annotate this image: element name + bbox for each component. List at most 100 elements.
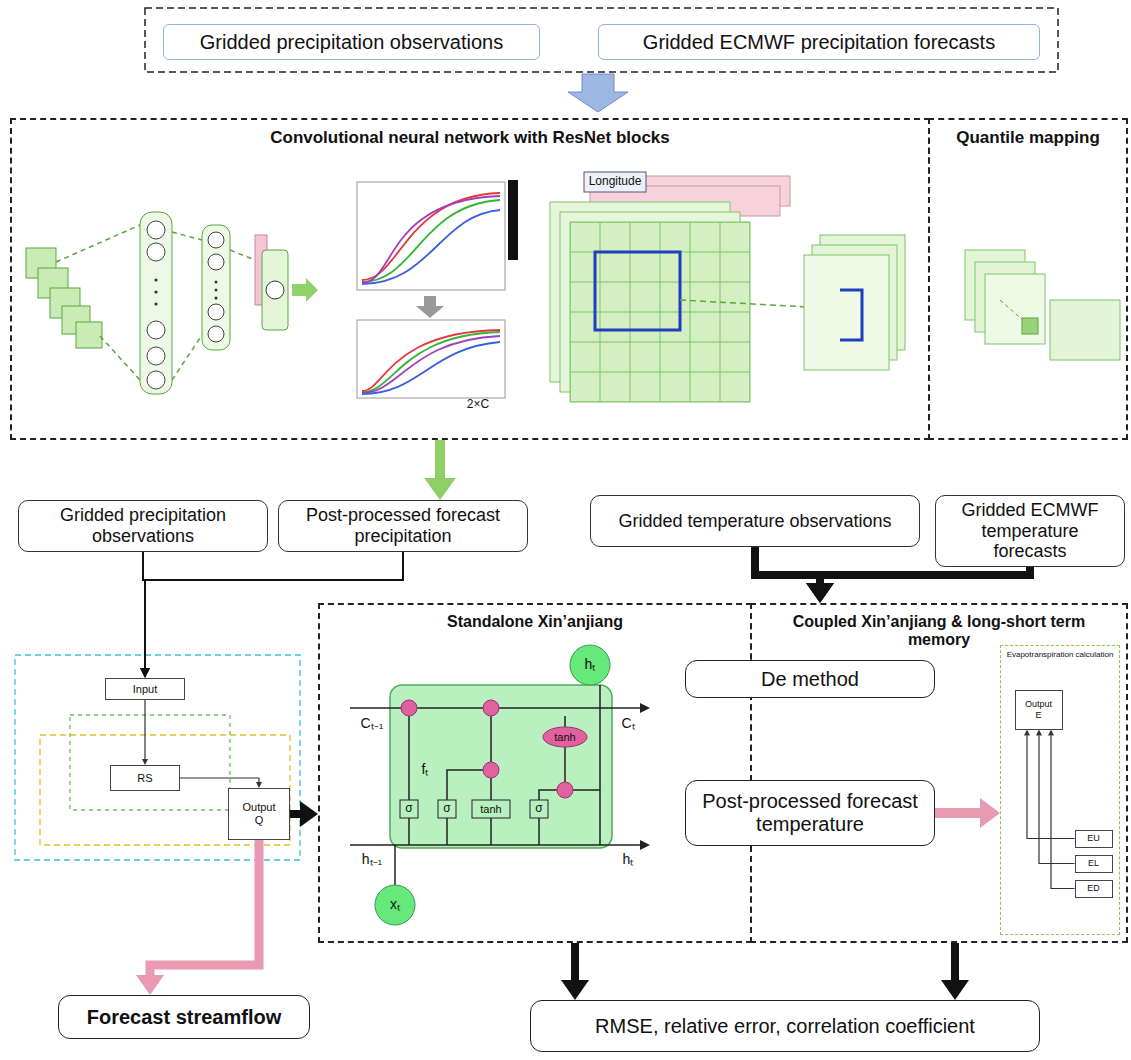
cnn-illustration: [172, 335, 202, 380]
cnn-illustration: [76, 322, 102, 348]
cnn-illustration: [154, 278, 157, 281]
lstm-cell: [400, 800, 548, 818]
node-text: De method: [761, 668, 859, 691]
flow-connector: [180, 778, 259, 782]
cnn-illustration: [362, 196, 500, 283]
flow-connector: [935, 808, 980, 818]
cnn-illustration: [362, 330, 500, 394]
cnn-illustration: [202, 225, 230, 350]
cnn-illustration: [56, 225, 140, 262]
cnn-illustration: [416, 296, 444, 318]
cnn-illustration: [147, 221, 165, 239]
flow-connector: [435, 440, 445, 478]
data-box: Gridded precipitation observations: [18, 500, 268, 552]
lstm-cell: [640, 703, 650, 713]
cnn-illustration: [570, 222, 750, 402]
cnn-illustration: [147, 243, 165, 261]
flow-arrow: [568, 74, 628, 112]
figure-frame: Evapotranspiration calculationOutputEEUE…: [1000, 645, 1120, 935]
node-text: Gridded precipitation observations: [200, 31, 504, 54]
cnn-illustration: [26, 248, 102, 348]
xinanjiang-schematic: [15, 655, 300, 860]
lstm-cell: [408, 818, 410, 845]
model-box: Input: [105, 678, 185, 700]
lstm-cell: [472, 800, 510, 818]
node-text: Convolutional neural network with ResNet…: [270, 128, 670, 148]
illustration-label: hₜ: [623, 852, 634, 867]
node-text: Post-processed forecast temperature: [696, 790, 924, 836]
cnn-illustration: [262, 250, 288, 330]
node-text: ED: [1087, 883, 1100, 893]
illustration-label: Longitude: [589, 175, 642, 188]
lstm-cell: [400, 800, 418, 818]
cnn-illustration: [362, 336, 500, 393]
cnn-illustration: [215, 297, 218, 300]
illustration-label: fₜ: [422, 762, 429, 777]
illustration-label: tanh: [554, 731, 575, 743]
method-panel: Convolutional neural network with ResNet…: [10, 118, 930, 440]
cnn-illustration: [362, 193, 500, 284]
cnn-illustration: [147, 347, 165, 365]
top-group-frame: [145, 8, 1058, 72]
flow-connector: [145, 552, 403, 668]
cnn-illustration: [154, 278, 157, 305]
lstm-cell: [564, 746, 566, 782]
flow-connector: [951, 943, 959, 980]
xinanjiang-schematic: [40, 735, 290, 845]
node-text: RS: [137, 772, 152, 785]
illustration-label: hₜ₋₁: [362, 852, 383, 867]
cnn-illustration: [357, 182, 505, 290]
cnn-illustration: [208, 304, 224, 320]
lstm-cell: [483, 700, 499, 716]
lstm-cell: [573, 790, 600, 845]
node-text: Gridded precipitation observations: [27, 505, 259, 546]
node-text: EL: [1088, 858, 1099, 868]
node-text: Forecast streamflow: [87, 1006, 282, 1029]
cnn-illustration: [208, 326, 224, 342]
node-text: Input: [133, 683, 157, 696]
lstm-cell: [539, 790, 557, 800]
lstm-cell: [375, 885, 415, 925]
illustration-label: tanh: [480, 803, 501, 815]
cnn-illustration: [208, 254, 224, 270]
lstm-cell: [401, 700, 417, 716]
xinanjiang-schematic: [15, 655, 300, 860]
cnn-illustration: [595, 252, 680, 330]
cnn-illustration: [100, 336, 140, 380]
node-text: Gridded ECMWF temperature forecasts: [944, 500, 1116, 562]
node-text: Output: [1025, 699, 1052, 709]
model-box: RS: [110, 765, 180, 791]
flow-connector: [571, 943, 579, 980]
storage-box: EL: [1075, 855, 1113, 873]
top-group-frame: [145, 8, 1058, 72]
method-box: De method: [685, 660, 935, 698]
node-text: Post-processed forecast precipitation: [287, 505, 519, 546]
cnn-illustration: [1000, 300, 1025, 322]
lstm-cell: [446, 818, 448, 845]
lstm-cell: [350, 645, 650, 925]
cnn-illustration: [215, 289, 218, 292]
cnn-illustration: [147, 221, 165, 389]
cnn-illustration: [840, 290, 862, 340]
node-text: RMSE, relative error, correlation coeffi…: [595, 1015, 975, 1038]
lstm-cell: [599, 685, 601, 790]
data-box: Gridded temperature observations: [590, 495, 920, 547]
lstm-cell: [490, 716, 492, 762]
result-box: RMSE, relative error, correlation coeffi…: [530, 1000, 1040, 1052]
lstm-cell: [538, 818, 540, 845]
cnn-illustration: [147, 321, 165, 339]
illustration-label: Cₜ₋₁: [361, 716, 384, 731]
node-text: EU: [1087, 833, 1100, 843]
cnn-illustration: [26, 172, 1120, 402]
evapotranspiration-figure: [1000, 645, 1120, 935]
lstm-cell: [408, 716, 410, 800]
cnn-illustration: [215, 281, 218, 300]
lstm-cell: [564, 716, 566, 728]
flow-connector: [820, 567, 1030, 583]
cnn-illustration: [154, 302, 157, 305]
lstm-cell: [394, 845, 396, 885]
data-box: Post-processed forecast precipitation: [278, 500, 528, 552]
cnn-illustration: [208, 232, 224, 342]
lstm-cell: [543, 727, 587, 747]
